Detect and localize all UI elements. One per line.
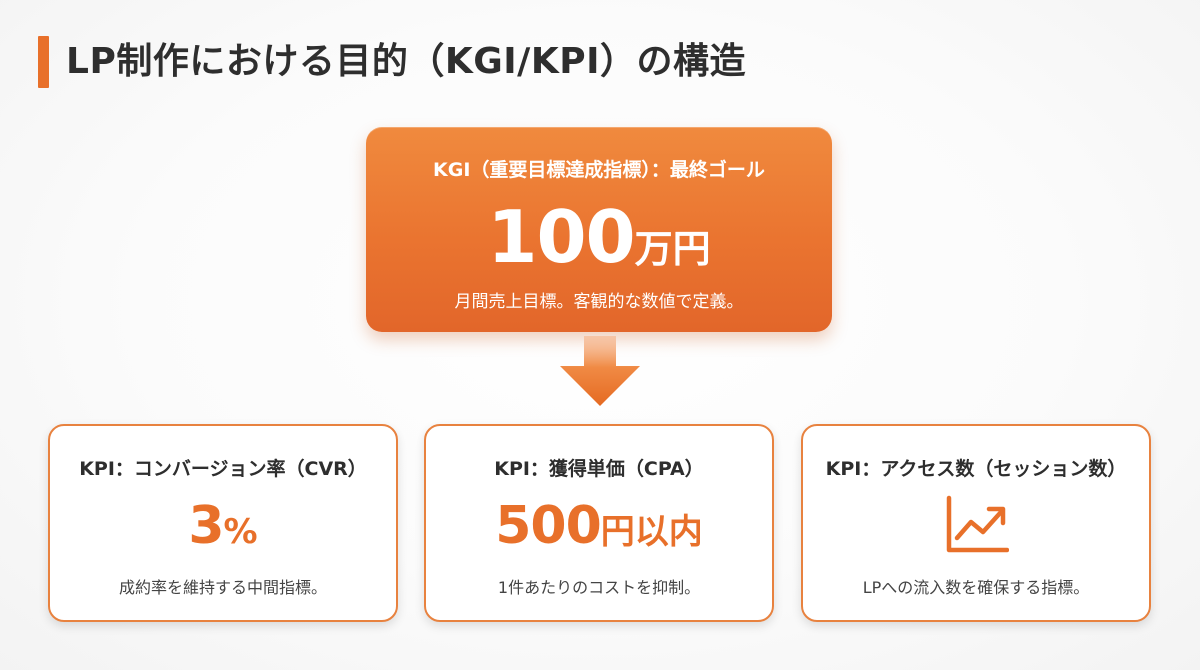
kgi-value: 100万円	[366, 195, 832, 299]
page-title: LP制作における目的（KGI/KPI）の構造	[66, 41, 746, 82]
down-arrow-icon	[560, 336, 640, 406]
kpi-description-cvr: 成約率を維持する中間指標。	[118, 578, 327, 597]
kgi-description: 月間売上目標。客観的な数値で定義。	[454, 292, 744, 312]
kgi-value-unit: 万円	[634, 227, 711, 271]
kpi-value-unit: 円以内	[600, 512, 703, 552]
trending-up-chart-icon	[946, 495, 1009, 553]
title-accent-bar	[38, 36, 49, 88]
kgi-box: KGI（重要目標達成指標）：最終ゴール 100万円 月間売上目標。客観的な数値で…	[366, 127, 832, 332]
kpi-value-number: 3	[188, 496, 224, 556]
kpi-label-cvr: KPI：コンバージョン率（CVR）	[79, 458, 367, 480]
kgi-label: KGI（重要目標達成指標）：最終ゴール	[433, 159, 765, 181]
kpi-card-cpa: KPI：獲得単価（CPA） 500円以内 1件あたりのコストを抑制。	[424, 424, 774, 622]
kpi-value-number: 500	[495, 496, 602, 556]
kpi-label-cpa: KPI：獲得単価（CPA）	[494, 458, 704, 480]
kpi-value-cvr: 3%	[50, 490, 396, 574]
kpi-value-cpa: 500円以内	[426, 490, 772, 574]
kpi-value-unit: %	[223, 512, 258, 552]
kpi-description-cpa: 1件あたりのコストを抑制。	[497, 578, 701, 597]
kgi-value-number: 100	[487, 195, 635, 279]
kpi-card-cvr: KPI：コンバージョン率（CVR） 3% 成約率を維持する中間指標。	[48, 424, 398, 622]
kpi-description-sessions: LPへの流入数を確保する指標。	[862, 578, 1090, 597]
kpi-card-sessions: KPI：アクセス数（セッション数） LPへの流入数を確保する指標。	[801, 424, 1151, 622]
kpi-label-sessions: KPI：アクセス数（セッション数）	[825, 458, 1127, 480]
